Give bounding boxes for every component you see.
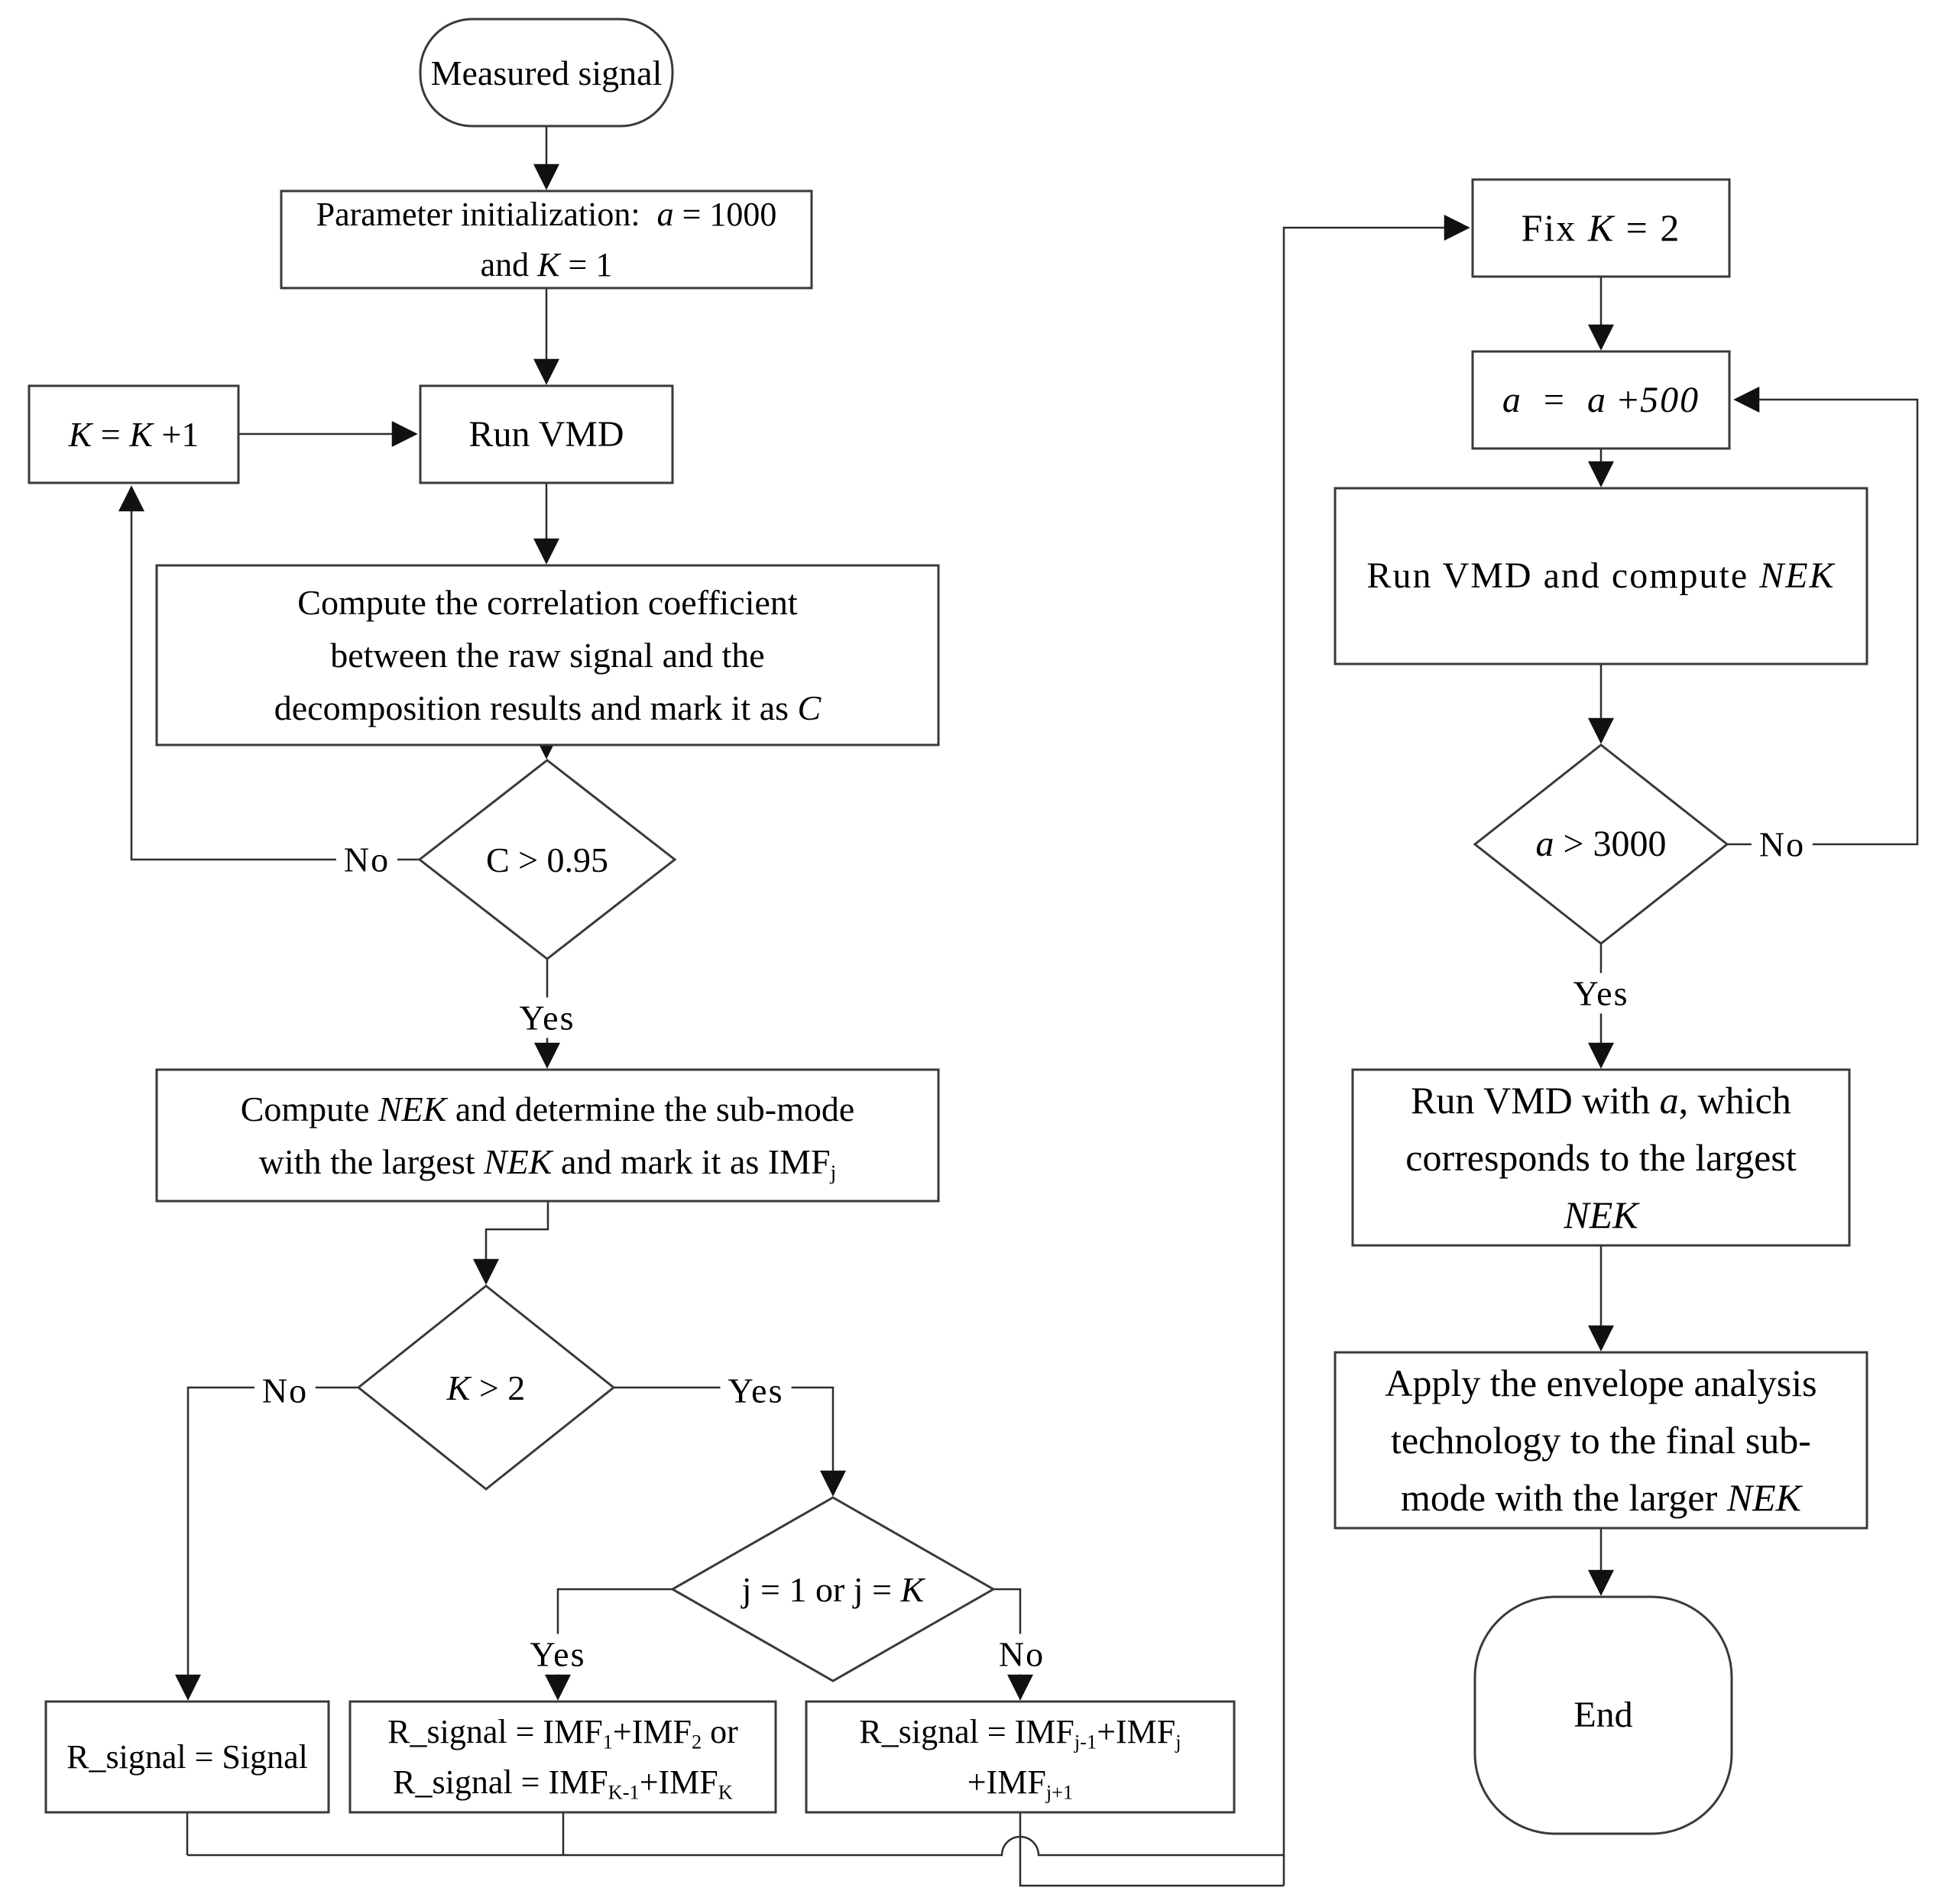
dc-label: C > 0.95 (485, 840, 609, 879)
label-no-k-gt-2: No (254, 1370, 316, 1411)
runalpha-process (1351, 1068, 1851, 1247)
runvmd-process (419, 384, 674, 484)
dj-decision (669, 1496, 997, 1682)
nek-process (155, 1068, 940, 1203)
dk-label: K > 2 (446, 1368, 526, 1407)
label-no-a-gt-3000: No (1751, 824, 1813, 865)
label-yes-j-eq: Yes (522, 1634, 594, 1675)
connector-boxc-line (1019, 1812, 1284, 1887)
end-terminator (1473, 1595, 1733, 1835)
end-label: End (1573, 1695, 1633, 1735)
dk-decision (356, 1284, 616, 1491)
kinc-label: K = K +1 (68, 415, 199, 454)
boxb-process (348, 1700, 777, 1814)
connector-d3000-no-loop (1727, 387, 1919, 846)
runnek-process (1334, 487, 1868, 665)
label-yes-c-gt-095: Yes (511, 997, 583, 1038)
runnek-label: Run VMD and compute NEK (1366, 555, 1836, 596)
d3000-decision (1473, 743, 1729, 945)
boxc-process (805, 1700, 1236, 1814)
apply-process (1334, 1351, 1868, 1530)
label-yes-k-gt-2: Yes (720, 1370, 792, 1411)
connector-dc-no-to-kinc (118, 485, 420, 861)
fixk-process (1471, 178, 1731, 278)
alpha-process (1471, 350, 1731, 450)
init-process (280, 189, 813, 290)
start-terminator (419, 18, 674, 128)
boxa-label: R_signal = Signal (66, 1737, 308, 1776)
label-yes-a-gt-3000: Yes (1565, 973, 1637, 1014)
label-no-c-gt-095: No (335, 839, 398, 880)
d3000-label: a > 3000 (1535, 824, 1667, 864)
start-label: Measured signal (430, 53, 663, 92)
runvmd-label: Run VMD (468, 413, 624, 455)
kinc-process (28, 384, 240, 484)
dj-label: j = 1 or j = K (741, 1569, 925, 1609)
boxc-label: R_signal = IMFj-1+IMFj+IMFj+1 (859, 1712, 1181, 1803)
corr-process (155, 564, 940, 746)
label-no-j-eq: No (990, 1634, 1053, 1675)
connector-dk-yes-to-dj (614, 1386, 846, 1497)
fixk-label: Fix K = 2 (1521, 206, 1681, 249)
boxa-process (44, 1700, 330, 1814)
connector-riser-to-fixk (1282, 215, 1470, 1886)
alpha-label: a = a +500 (1502, 379, 1700, 420)
dc-decision (417, 759, 677, 960)
connector-nek-to-dk (473, 1201, 549, 1285)
